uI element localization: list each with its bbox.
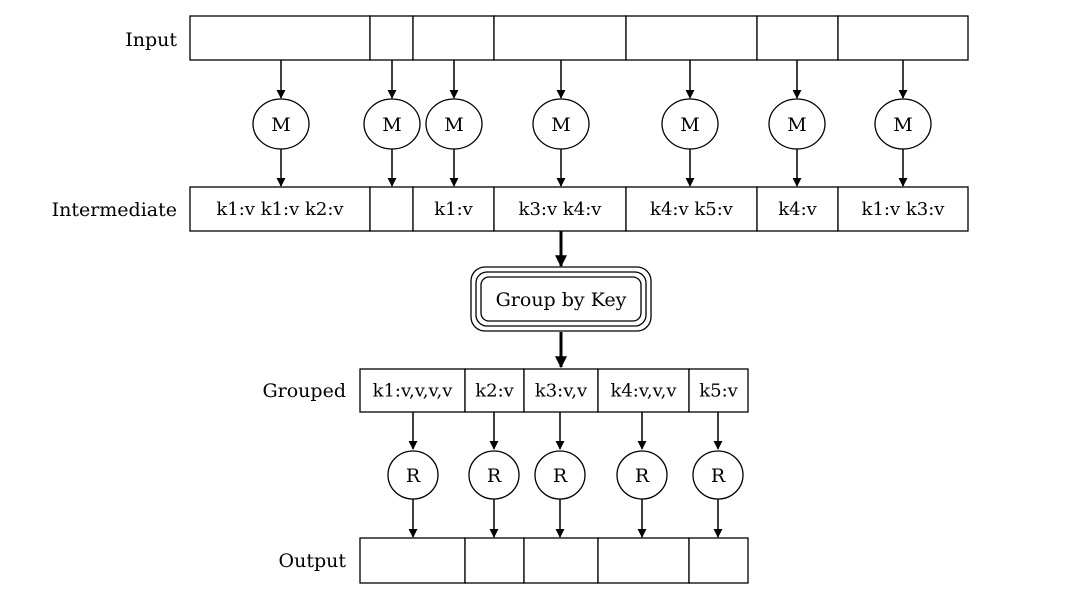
map-node-label: M: [787, 114, 806, 136]
input-cell: [837, 15, 969, 61]
input-cell: [493, 15, 627, 61]
input-cell: [189, 15, 371, 61]
grouped-row: k1:v,v,v,v k2:v k3:v,v k4:v,v,v k5:v: [359, 368, 749, 413]
intermediate-cell-text: k3:v k4:v: [519, 199, 603, 220]
map-node-label: M: [271, 114, 290, 136]
input-row: [189, 15, 969, 61]
intermediate-row-label: Intermediate: [52, 199, 177, 221]
input-row-label: Input: [125, 29, 177, 51]
grouped-cell: [523, 368, 599, 413]
output-cell: [464, 537, 525, 584]
reduce-node-label: R: [406, 465, 421, 487]
map-input-arrows: [276, 60, 908, 99]
map-output-arrows: [276, 149, 908, 187]
intermediate-row: k1:v k1:v k2:v k1:v k3:v k4:v k4:v k5:v k4:v…: [189, 186, 969, 232]
map-node-label: M: [382, 114, 401, 136]
grouped-cell-text: k3:v,v: [535, 381, 588, 402]
output-row-label: Output: [279, 550, 347, 572]
reduce-node-label: R: [635, 465, 650, 487]
map-node-label: M: [551, 114, 570, 136]
intermediate-cell: [837, 186, 969, 232]
reduce-node-label: R: [487, 465, 502, 487]
output-cell: [688, 537, 749, 584]
intermediate-cell-text: k1:v: [434, 199, 473, 220]
intermediate-cell-text: k4:v k5:v: [650, 199, 734, 220]
reduce-node-label: R: [553, 465, 568, 487]
output-cell: [359, 537, 466, 584]
output-row: [359, 537, 749, 584]
input-cell: [412, 15, 495, 61]
intermediate-cell-text: k1:v k3:v: [862, 199, 946, 220]
grouped-cell: [359, 368, 466, 413]
grouped-cell-text: k5:v: [699, 381, 738, 402]
intermediate-cell: [412, 186, 495, 232]
map-node-label: M: [893, 114, 912, 136]
group-by-key-node: Group by Key: [470, 266, 652, 332]
group-by-key-label: Group by Key: [496, 289, 627, 311]
grouped-cell-text: k4:v,v,v: [610, 381, 677, 402]
intermediate-cell: [189, 186, 371, 232]
output-cell: [523, 537, 599, 584]
grouped-cell-text: k2:v: [475, 381, 514, 402]
input-cell: [369, 15, 414, 61]
intermediate-cell: [493, 186, 627, 232]
intermediate-cell: [369, 186, 414, 232]
grouped-cell: [688, 368, 749, 413]
grouped-row-label: Grouped: [262, 380, 346, 402]
grouped-cell-text: k1:v,v,v,v: [373, 381, 454, 402]
map-node-label: M: [444, 114, 463, 136]
intermediate-cell-text: k4:v: [778, 199, 817, 220]
output-cell: [597, 537, 690, 584]
input-cell: [625, 15, 758, 61]
input-cell: [756, 15, 839, 61]
grouped-cell: [597, 368, 690, 413]
reduce-input-arrows: [408, 412, 723, 450]
grouped-cell: [464, 368, 525, 413]
intermediate-cell: [625, 186, 758, 232]
intermediate-cell: [756, 186, 839, 232]
reduce-output-arrows: [408, 499, 723, 538]
map-node-label: M: [680, 114, 699, 136]
intermediate-cell-text: k1:v k1:v k2:v: [216, 199, 344, 220]
reduce-node-label: R: [711, 465, 726, 487]
